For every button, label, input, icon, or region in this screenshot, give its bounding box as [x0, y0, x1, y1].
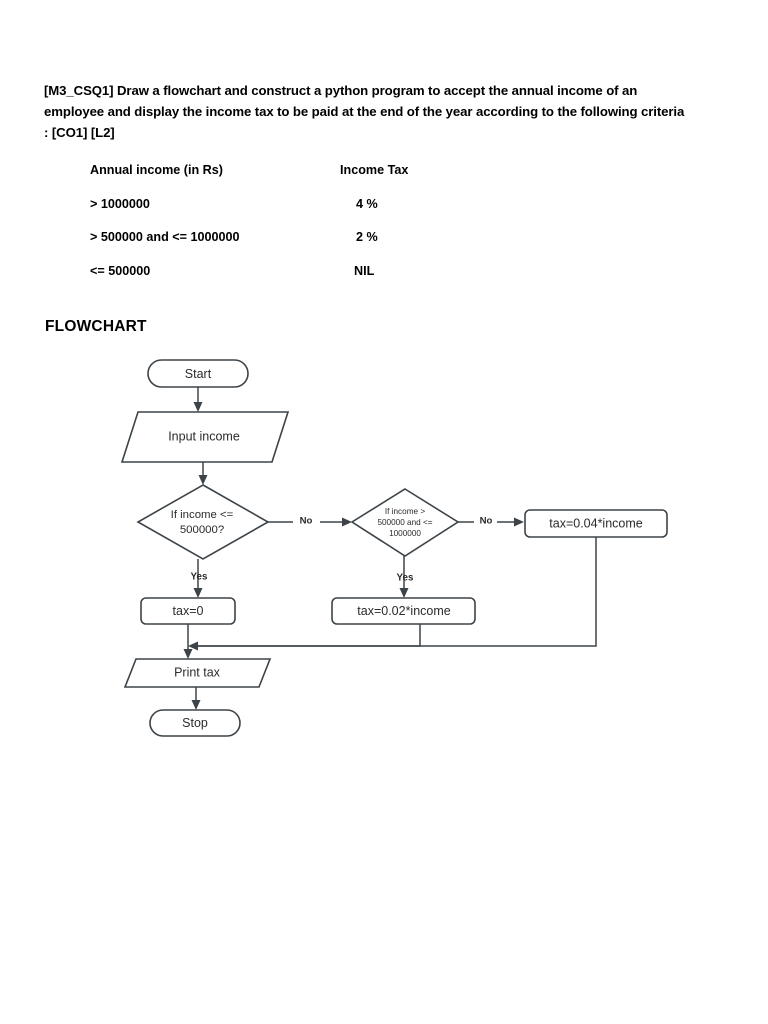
table-row: > 1000000 4 % [90, 197, 510, 231]
arrowhead-decision1-to-decision2 [342, 517, 352, 527]
node-decision-income-between-500000-1000000[interactable] [350, 488, 460, 557]
node-decision1-label-line2: 500000? [180, 524, 224, 536]
node-tax-zero[interactable] [140, 597, 236, 625]
node-start[interactable] [147, 359, 249, 388]
node-decision2-label-line1: If income > [385, 507, 425, 516]
node-print-tax[interactable] [123, 658, 272, 688]
row-3-tax: NIL [354, 263, 375, 278]
node-stop-label: Stop [182, 716, 208, 730]
node-tax-zero-label: tax=0 [173, 604, 204, 618]
arrowhead-start-to-input [193, 402, 203, 412]
arrowhead-merge-into-print [188, 641, 198, 651]
table-header-row: Annual income (in Rs) Income Tax [90, 163, 510, 197]
node-tax-004[interactable] [524, 509, 668, 538]
arrowhead-decision2-to-tax002 [399, 588, 409, 598]
node-print-tax-label: Print tax [174, 665, 221, 679]
node-tax-004-label: tax=0.04*income [549, 516, 643, 530]
arrowhead-decision1-to-tax0 [193, 588, 203, 598]
edge-label-no-1: No [300, 516, 313, 527]
node-decision1-label-line1: If income <= [171, 509, 234, 521]
arrowhead-input-to-decision1 [198, 475, 208, 485]
node-input-income[interactable] [120, 411, 290, 463]
row-1-income: > 1000000 [90, 196, 150, 211]
header-income-tax: Income Tax [340, 163, 409, 177]
criteria-table: Annual income (in Rs) Income Tax > 10000… [90, 163, 510, 297]
node-start-label: Start [185, 367, 212, 381]
edge-label-yes-1: Yes [191, 572, 208, 583]
flowchart-heading: FLOWCHART [45, 318, 147, 335]
node-input-income-label: Input income [168, 429, 240, 443]
arrowhead-print-to-stop [191, 700, 201, 710]
node-tax-002[interactable] [331, 597, 476, 625]
node-tax-002-label: tax=0.02*income [357, 604, 451, 618]
node-decision2-label-line3: 1000000 [389, 529, 421, 538]
node-decision-income-lte-500000[interactable] [136, 484, 270, 560]
row-2-income: > 500000 and <= 1000000 [90, 230, 240, 244]
node-stop[interactable] [149, 709, 241, 737]
row-2-tax: 2 % [356, 230, 378, 244]
row-1-tax: 4 % [356, 196, 378, 211]
node-decision2-label-line2: 500000 and <= [377, 518, 432, 527]
connector-tax002-merge [196, 624, 421, 647]
connector-tax004-merge [196, 537, 597, 647]
header-annual-income: Annual income (in Rs) [90, 163, 223, 177]
question-text: [M3_CSQ1] Draw a flowchart and construct… [44, 83, 685, 140]
edge-label-no-2: No [480, 516, 493, 527]
arrowhead-decision2-to-tax004 [514, 517, 524, 527]
row-3-income: <= 500000 [90, 263, 151, 278]
edge-label-yes-2: Yes [397, 573, 414, 584]
table-row: <= 500000 NIL [90, 264, 510, 298]
table-row: > 500000 and <= 1000000 2 % [90, 230, 510, 264]
arrowhead-to-print [183, 649, 193, 659]
